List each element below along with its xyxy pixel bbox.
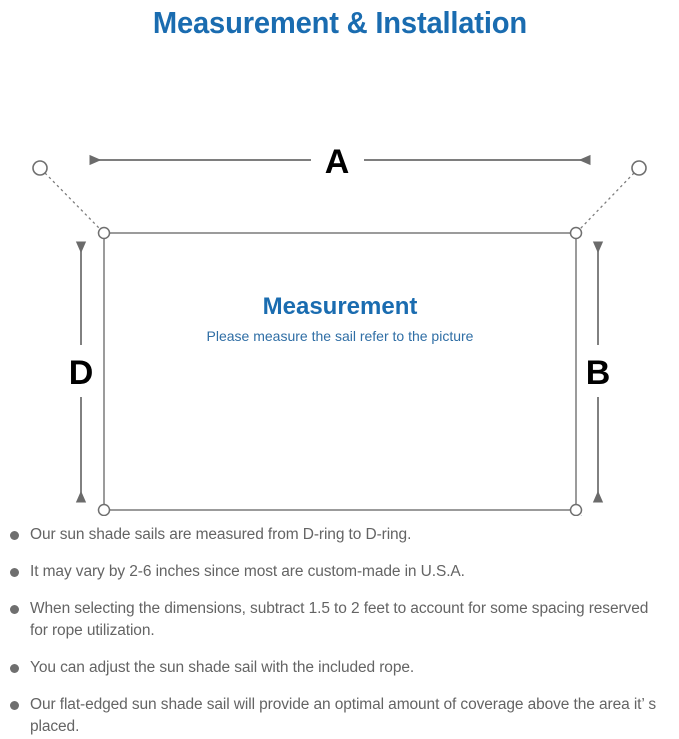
d-ring-bottom-left-icon [97,503,111,516]
d-ring-bottom-right-icon [569,503,583,516]
page-title: Measurement & Installation [152,5,527,40]
bullet-icon [10,605,19,614]
list-item: You can adjust the sun shade sail with t… [10,657,665,679]
bullet-icon [10,568,19,577]
rope-top-right [579,172,635,230]
anchor-top-left-icon [32,160,48,176]
sail-center-title: Measurement [263,293,418,320]
notes-list: Our sun shade sails are measured from D-… [0,524,679,738]
sail-center-subtitle: Please measure the sail refer to the pic… [207,328,474,344]
list-item: Our flat-edged sun shade sail will provi… [10,694,665,738]
anchor-top-right-icon [631,160,647,176]
bullet-icon [10,531,19,540]
d-ring-top-right-icon [569,226,583,240]
rope-top-left [44,172,101,230]
bullet-icon [10,664,19,673]
rope-lines-group [44,172,635,516]
rope-bottom-left [98,514,101,516]
measurement-diagram: A C D B Measurement Please measure the s… [0,46,679,516]
note-text: Our sun shade sails are measured from D-… [30,526,412,543]
sail-body [103,232,577,511]
note-text: It may vary by 2-6 inches since most are… [30,563,465,580]
d-ring-top-left-icon [97,226,111,240]
rope-bottom-right [579,514,582,516]
list-item: When selecting the dimensions, subtract … [10,598,665,642]
bullet-icon [10,701,19,710]
anchor-points-group [32,160,647,176]
list-item: Our sun shade sails are measured from D-… [10,524,665,546]
dimension-label-d: D [69,354,94,392]
d-rings-group [97,226,583,516]
dimension-label-a: A [325,143,350,181]
page-title-bar: Measurement & Installation [0,0,679,46]
note-text: When selecting the dimensions, subtract … [30,600,649,639]
note-text: You can adjust the sun shade sail with t… [30,659,415,676]
note-text: Our flat-edged sun shade sail will provi… [30,696,656,735]
sail-diagram-svg: A C D B Measurement Please measure the s… [32,143,647,516]
dimension-label-b: B [586,354,611,392]
list-item: It may vary by 2-6 inches since most are… [10,561,665,583]
